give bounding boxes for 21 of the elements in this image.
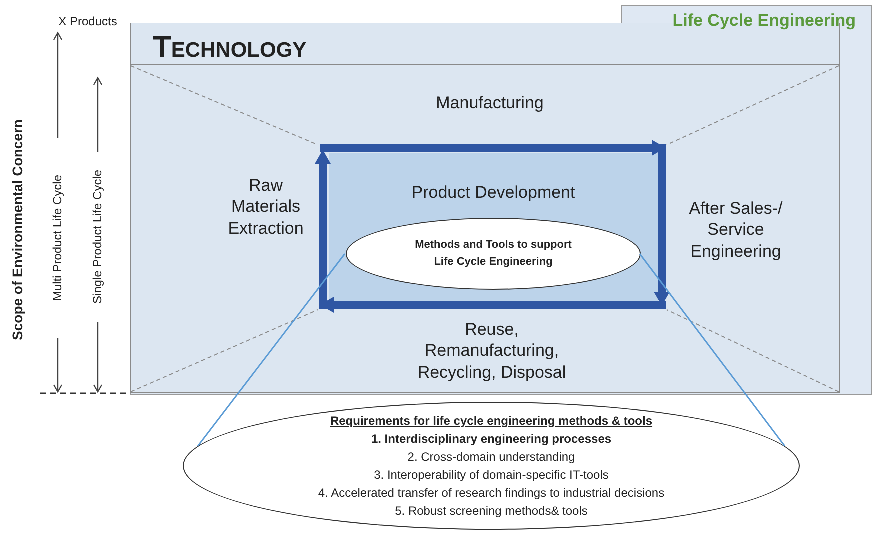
product-development-box (329, 153, 658, 301)
phase-label: Raw Materials Extraction (227, 175, 305, 239)
phase-label: Reuse, Remanufacturing, Recycling, Disposal (416, 319, 568, 383)
leader-line (639, 254, 786, 447)
scale-label: X Products (58, 14, 118, 30)
phase-label: After Sales-/ Service Engineering (688, 198, 784, 262)
box-title: Product Development (412, 183, 576, 203)
scope-label: Multi Product Life Cycle (50, 174, 66, 302)
scope-label: Single Product Life Cycle (90, 170, 106, 304)
ellipse-text: Methods and Tools to support Life Cycle Engineering (414, 238, 573, 270)
list-heading: Requirements for life cycle engineering methods & tools (330, 413, 653, 430)
leader-line (198, 254, 346, 447)
list-item: 4. Accelerated transfer of research findings to industrial decisions (318, 485, 665, 502)
panel-title: Life Cycle Engineering (672, 11, 856, 31)
list-item: 2. Cross-domain understanding (408, 449, 576, 466)
panel-title: TECHNOLOGY (153, 31, 307, 65)
phase-label: Manufacturing (435, 92, 545, 114)
axis-label: Scope of Environmental Concern (9, 120, 26, 340)
list-item: 1. Interdisciplinary engineering processes (371, 431, 612, 448)
list-item: 5. Robust screening methods& tools (395, 503, 588, 520)
list-item: 3. Interoperability of domain-specific IT-tools (374, 467, 609, 484)
